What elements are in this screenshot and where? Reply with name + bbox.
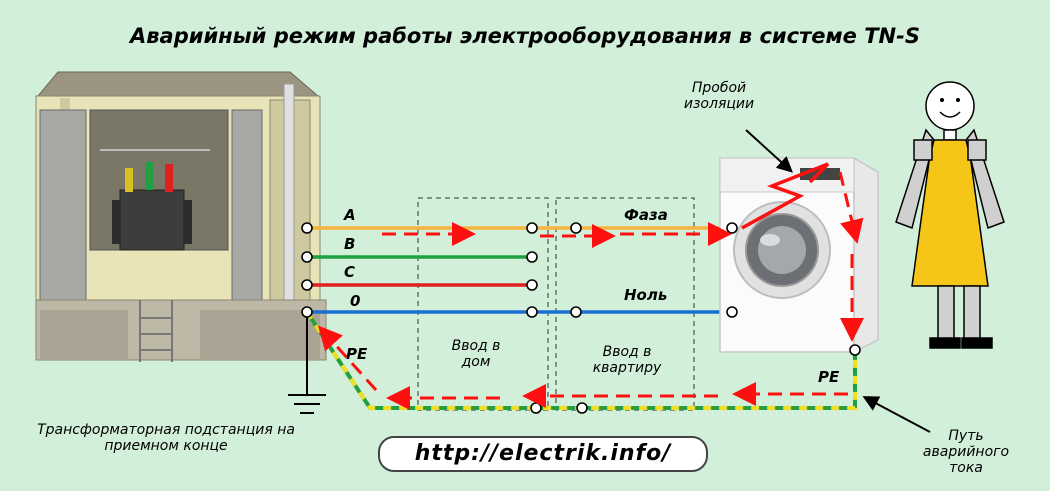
fault-current-path bbox=[317, 171, 864, 410]
pe-left-label: PE bbox=[346, 345, 368, 363]
phase-line-label: Фаза bbox=[624, 206, 668, 224]
phase-c-label: C bbox=[344, 263, 356, 281]
website-url-box[interactable]: http://electrik.info/ bbox=[378, 436, 708, 472]
neutral-line-label: Ноль bbox=[624, 286, 668, 304]
diagram-title: Аварийный режим работы электрооборудован… bbox=[130, 24, 920, 48]
transformer-substation bbox=[35, 71, 327, 362]
house-entry-label: Ввод в дом bbox=[451, 338, 501, 370]
person-figure bbox=[895, 81, 1005, 349]
insulation-breakdown-label: Пробой изоляции bbox=[683, 80, 755, 112]
washing-machine bbox=[719, 156, 879, 354]
path-pointer bbox=[862, 396, 931, 433]
zero-label: 0 bbox=[350, 292, 361, 310]
pe-wire-stripe bbox=[305, 310, 857, 410]
pe-right-label: PE bbox=[818, 368, 840, 386]
phase-b-label: B bbox=[344, 235, 356, 253]
ground-symbol bbox=[288, 312, 326, 414]
phase-a-label: A bbox=[344, 206, 356, 224]
terminals bbox=[301, 222, 861, 414]
fault-path-label: Путь аварийного тока bbox=[922, 428, 1010, 476]
insulation-breakdown-spark bbox=[741, 162, 830, 230]
substation-label: Трансформаторная подстанция на приемном … bbox=[37, 422, 295, 454]
insulation-pointer bbox=[745, 129, 793, 173]
apartment-entry-label: Ввод в квартиру bbox=[592, 344, 662, 376]
website-url[interactable]: http://electrik.info/ bbox=[414, 441, 672, 466]
